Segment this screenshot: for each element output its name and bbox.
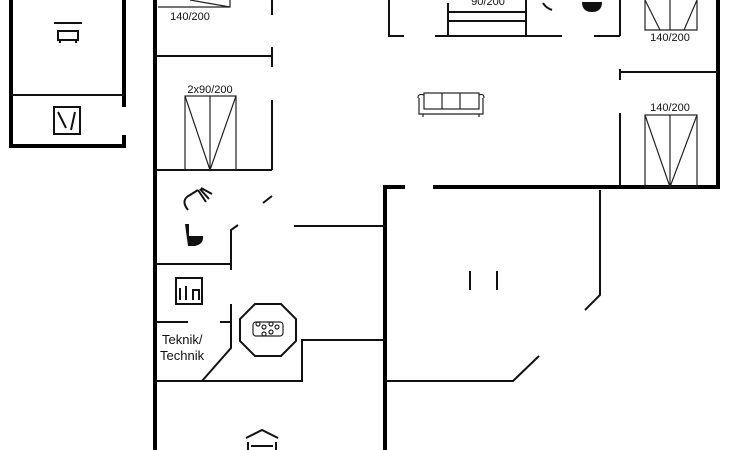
tech-room-label-line2: Technik bbox=[160, 348, 205, 363]
pool-icon bbox=[245, 428, 279, 450]
main-walls bbox=[153, 0, 720, 450]
bed-label-right: 140/200 bbox=[650, 102, 690, 114]
toilet-icon bbox=[185, 224, 204, 246]
bed-label-top-left: 140/200 bbox=[170, 11, 210, 23]
bed-top-middle bbox=[447, 0, 527, 36]
tech-room-label-line1: Teknik/ bbox=[162, 332, 203, 347]
washing-icon bbox=[175, 277, 203, 305]
bed-right bbox=[644, 114, 698, 189]
spa-icon bbox=[239, 303, 297, 357]
utility-icon bbox=[53, 106, 81, 135]
bed-top-right bbox=[644, 0, 698, 31]
bed-top-left bbox=[158, 0, 231, 8]
bed-left bbox=[184, 95, 237, 172]
outbuilding-walls bbox=[9, 0, 126, 148]
car-icon bbox=[54, 22, 82, 43]
bed-label-top-middle: 90/200 bbox=[471, 0, 505, 8]
shower-icon-top bbox=[542, 2, 602, 12]
bed-label-top-right: 140/200 bbox=[650, 32, 690, 44]
shower-icon bbox=[183, 187, 213, 211]
bed-label-left: 2x90/200 bbox=[187, 84, 233, 96]
sofa-icon bbox=[417, 92, 485, 117]
